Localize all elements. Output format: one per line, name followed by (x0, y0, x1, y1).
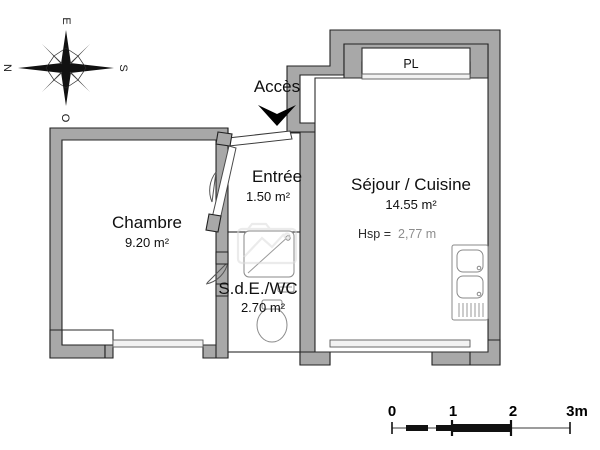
kitchen-sink-group (451, 244, 489, 321)
compass-letter-left: N (1, 64, 13, 72)
door-arc-sde (205, 261, 229, 285)
wall-chambre-sill (104, 344, 114, 359)
label-sejour-ceiling-value: 2,77 m (398, 227, 436, 241)
compass-point-down (61, 68, 71, 106)
scale-label-1: 1 (449, 403, 457, 420)
access-label: Accès (254, 77, 300, 96)
label-sde-area: 2.70 m² (241, 300, 286, 315)
compass-letter-right: S (117, 64, 129, 71)
compass-point-right (66, 63, 114, 73)
compass-point-left (18, 63, 66, 73)
label-sejour-area: 14.55 m² (385, 197, 437, 212)
compass-point-up (61, 30, 71, 68)
sink-drain-top (476, 265, 482, 271)
closet-pl-interior (361, 47, 471, 79)
shower-diagonal (247, 234, 291, 274)
door-swings (205, 171, 229, 297)
windows-group (112, 73, 471, 348)
label-entree-area: 1.50 m² (246, 189, 291, 204)
scale-bar-group: 0 1 2 3m (388, 403, 588, 436)
scale-seg-b (436, 425, 452, 431)
entry-door-jamb (215, 131, 233, 147)
entry-lower-jamb (205, 213, 222, 233)
door-leaf-sde (206, 261, 229, 284)
room-labels: Chambre 9.20 m² Entrée 1.50 m² S.d.E./WC… (112, 57, 471, 315)
label-entree-name: Entrée (252, 167, 302, 186)
sink-drainboard-ridges (458, 303, 484, 317)
compass-star-body (45, 47, 87, 89)
wall-sde-right (299, 131, 316, 353)
compass-letter-top: E (60, 17, 72, 24)
label-chambre-name: Chambre (112, 213, 182, 232)
access-down-arrow-icon (258, 105, 296, 126)
entrance-door-group (205, 130, 293, 233)
sink-drain-bottom (476, 291, 482, 297)
label-chambre-area: 9.20 m² (125, 235, 170, 250)
window-chambre-bottom[interactable] (112, 339, 204, 348)
scale-label-3: 3m (566, 403, 588, 420)
label-sde-name: S.d.E./WC (218, 279, 297, 298)
label-closet-pl: PL (403, 57, 418, 71)
scale-label-0: 0 (388, 403, 396, 420)
scale-seg-a (406, 425, 428, 431)
sink-bowl-top (456, 249, 484, 273)
door-jamb-sde-b (215, 283, 229, 297)
label-sejour-name: Séjour / Cuisine (351, 175, 471, 194)
door-arc-chambre (209, 171, 217, 203)
access-annotation: Accès (254, 77, 300, 126)
scale-seg-c (452, 424, 511, 432)
compass-letter-bottom: O (59, 114, 71, 123)
window-sejour-bottom[interactable] (329, 339, 471, 348)
compass-inner-star (50, 52, 82, 84)
label-sejour-ceiling: Hsp = (358, 227, 391, 241)
compass-rose-group: E O N S (1, 17, 129, 122)
closet-pl-doors[interactable] (361, 73, 471, 80)
door-jamb-sde-a (215, 251, 229, 265)
door-leaf-chambre (211, 171, 217, 203)
scale-label-2: 2 (509, 403, 517, 420)
watermark (236, 222, 298, 265)
sink-bowl-bottom (456, 275, 484, 299)
